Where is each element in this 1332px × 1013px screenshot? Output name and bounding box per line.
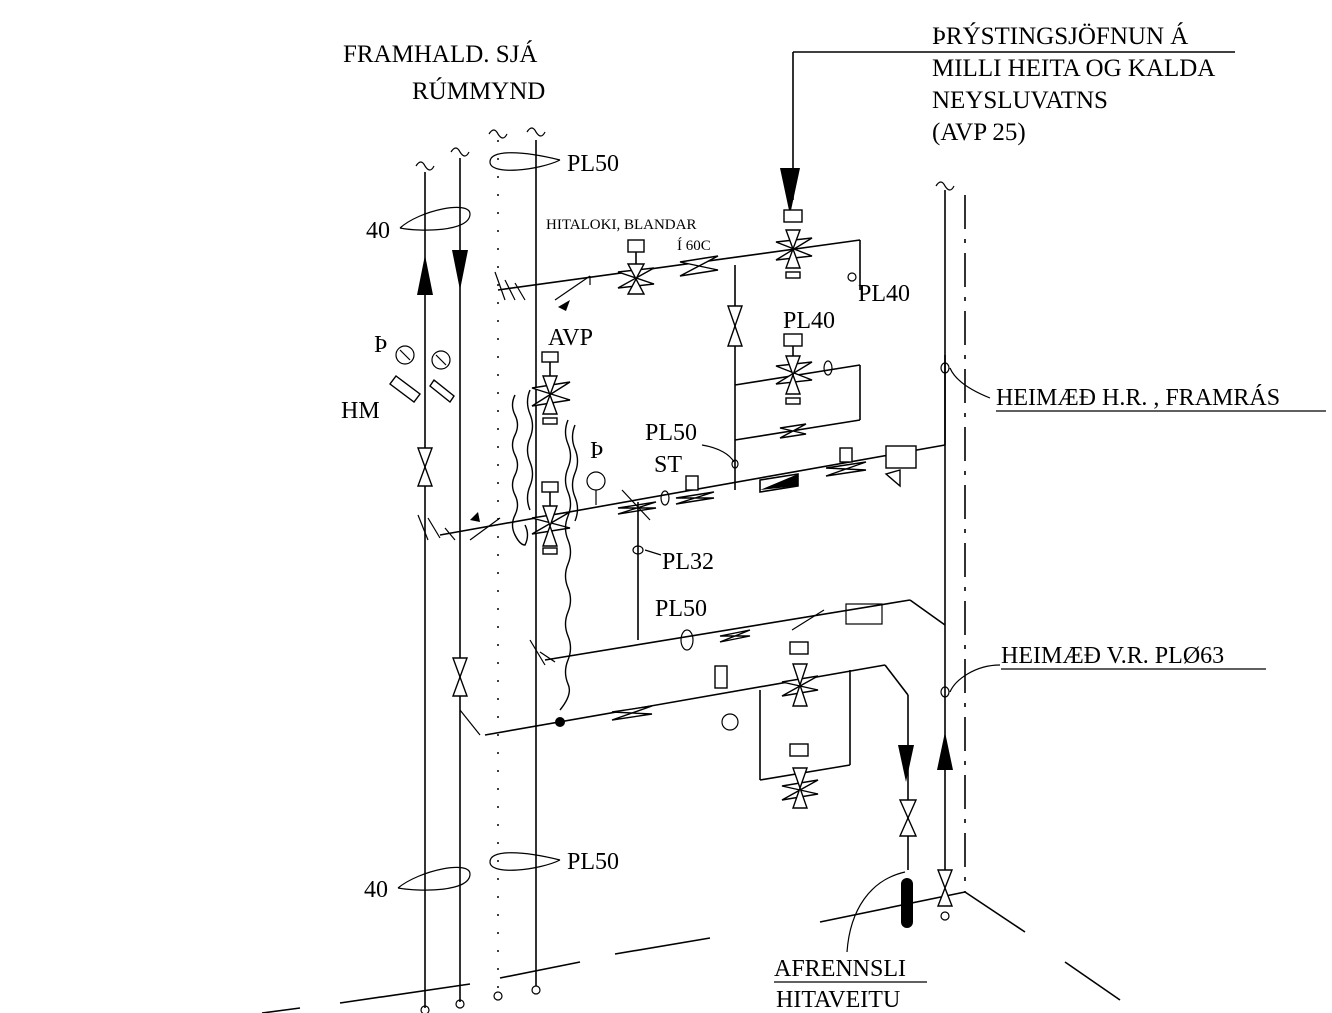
continuation-label-2: RÚMMYND <box>412 77 545 105</box>
pressure-eq-label-3: NEYSLUVATNS <box>932 87 1108 114</box>
pipe-label-loops <box>397 152 1001 953</box>
pressure-gauges <box>395 345 606 505</box>
avp-label: AVP <box>548 325 593 351</box>
vertical-risers <box>415 127 955 1013</box>
return-branch <box>529 599 946 666</box>
thermostat-label-1: HITALOKI, BLANDAR <box>546 217 696 233</box>
supply-in-label: HEIMÆÐ H.R. , FRAMRÁS <box>996 385 1280 411</box>
return-in-label: HEIMÆÐ V.R. PLØ63 <box>1001 643 1224 669</box>
drain-label-1: AFRENNSLI <box>774 956 906 982</box>
pl40-right-label: PL40 <box>858 281 910 307</box>
diagram-labels: FRAMHALD. SJÁ RÚMMYND ÞRÝSTINGSJÖFNUN Á … <box>341 22 1326 1013</box>
upper-hot-water-branch <box>494 239 861 490</box>
thermostat-label-2: Í 60C <box>677 237 711 254</box>
bypass-valve-assembly <box>775 333 833 405</box>
pl32-label: PL32 <box>662 549 714 575</box>
thorn-left-label: Þ <box>374 332 387 358</box>
pl50-mid-label: PL50 <box>645 420 697 446</box>
continuation-label-1: FRAMHALD. SJÁ <box>343 40 537 68</box>
size-40-top-label: 40 <box>366 218 390 244</box>
capillary-tubes <box>511 389 579 727</box>
thorn-mid-label: Þ <box>590 438 603 464</box>
pressure-eq-label-1: ÞRÝSTINGSJÖFNUN Á <box>932 22 1188 50</box>
upper-branch-valves <box>679 255 807 439</box>
pressure-equalization-leader <box>792 51 1235 200</box>
pl50-top-label: PL50 <box>567 151 619 177</box>
lower-branch <box>459 641 954 928</box>
pressure-eq-label-2: MILLI HEITA OG KALDA <box>932 55 1215 82</box>
size-40-bottom-label: 40 <box>364 877 388 903</box>
riser-valves <box>389 375 469 697</box>
pressure-eq-label-4: (AVP 25) <box>932 119 1026 146</box>
pl50-lower-label: PL50 <box>655 596 707 622</box>
pl40-mid-label: PL40 <box>783 308 835 334</box>
st-label: ST <box>654 452 682 478</box>
flow-arrows <box>417 168 953 782</box>
main-supply-header <box>417 355 946 640</box>
pl50-bottom-label: PL50 <box>567 849 619 875</box>
drain-label-2: HITAVEITU <box>776 987 900 1013</box>
avp-controller <box>531 351 571 555</box>
pressure-equalization-valve <box>775 209 813 279</box>
hm-label: HM <box>341 398 380 424</box>
thermostatic-mixing-valve <box>617 239 655 295</box>
